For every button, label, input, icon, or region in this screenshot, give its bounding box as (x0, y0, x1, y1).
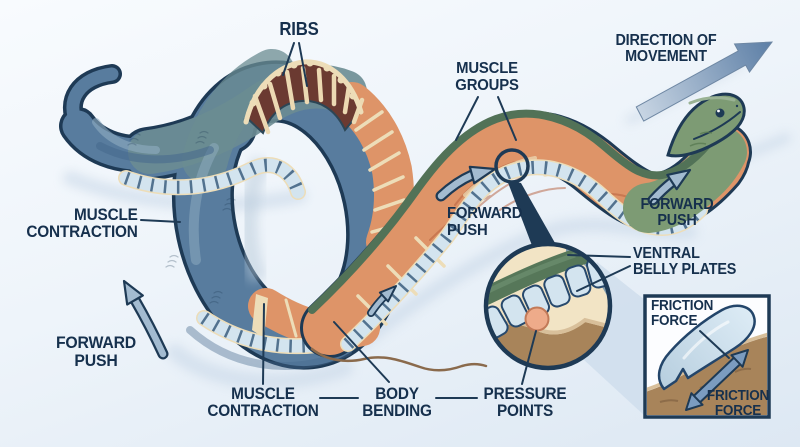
text-line: FRICTION (651, 298, 714, 314)
ribs-bones (252, 65, 365, 135)
text-line: MOVEMENT (625, 48, 707, 66)
pressure-point (524, 306, 550, 332)
text-line: CONTRACTION (26, 223, 139, 242)
label-friction-force-upper: FRICTION FORCE (651, 298, 714, 330)
push-arrow-small (367, 285, 397, 317)
label-friction-force-lower: FRICTION FORCE (706, 388, 770, 420)
text-line: PUSH (74, 351, 118, 371)
text-line: GROUPS (455, 76, 519, 94)
direction-arrow (635, 41, 774, 122)
text-line: PRESSURE (483, 385, 567, 403)
label-muscle-groups: MUSCLE GROUPS (455, 60, 519, 95)
label-forward-push-right: FORWARD PUSH (640, 196, 714, 230)
text-line: BENDING (362, 402, 432, 421)
text-line: RIBS (279, 19, 319, 39)
text-line: MUSCLE (74, 206, 138, 224)
text-line: FORWARD (55, 333, 137, 352)
eye (715, 108, 725, 118)
forward-push-arrow-left (122, 279, 169, 360)
text-line: PUSH (657, 212, 697, 230)
nostril (735, 104, 739, 108)
text-line: VENTRAL (633, 245, 700, 262)
belly-plates-inset (483, 241, 613, 371)
text-line: CONTRACTION (207, 402, 319, 421)
text-line: MUSCLE (456, 60, 518, 77)
text-line: MUSCLE (231, 385, 295, 403)
neck-skin (623, 127, 747, 233)
text-line: FORCE (651, 313, 698, 330)
text-line: FORWARD (640, 196, 714, 213)
label-forward-push-left: FORWARD PUSH (55, 333, 137, 371)
mouth-line (693, 111, 741, 140)
label-muscle-contraction-left: MUSCLE CONTRACTION (26, 206, 139, 242)
leader-lines (140, 42, 730, 399)
text-line: FRICTION (706, 388, 770, 404)
forward-push-arrow-center (435, 165, 497, 202)
label-body-bending: BODY BENDING (362, 385, 432, 421)
torn-skin-bumps (249, 59, 357, 107)
zoom-wedge (507, 180, 559, 256)
snake-head (666, 92, 746, 158)
text-line: BODY (375, 385, 419, 403)
friction-double-arrow (685, 349, 749, 411)
label-ribs: RIBS (279, 19, 319, 39)
forward-push-arrow-right (647, 168, 692, 206)
label-ventral-belly-plates: VENTRAL BELLY PLATES (633, 245, 737, 279)
snake-body-front (300, 109, 752, 358)
ground-line (310, 347, 488, 372)
label-direction-of-movement: DIRECTION OF MOVEMENT (615, 32, 717, 66)
label-forward-push-center: FORWARD PUSH (447, 205, 523, 240)
text-line: PUSH (447, 221, 488, 239)
text-line: FORWARD (447, 205, 523, 222)
dorsal-stripe (308, 109, 712, 314)
text-line: BELLY PLATES (633, 261, 737, 279)
belly-scale-closeup (657, 304, 756, 391)
text-line: DIRECTION OF (615, 32, 717, 49)
friction-inset (643, 294, 771, 419)
text-line: POINTS (496, 402, 554, 421)
label-pressure-points: PRESSURE POINTS (483, 385, 567, 421)
text-line: FORCE (714, 403, 762, 420)
label-muscle-contraction-bottom: MUSCLE CONTRACTION (207, 385, 319, 421)
